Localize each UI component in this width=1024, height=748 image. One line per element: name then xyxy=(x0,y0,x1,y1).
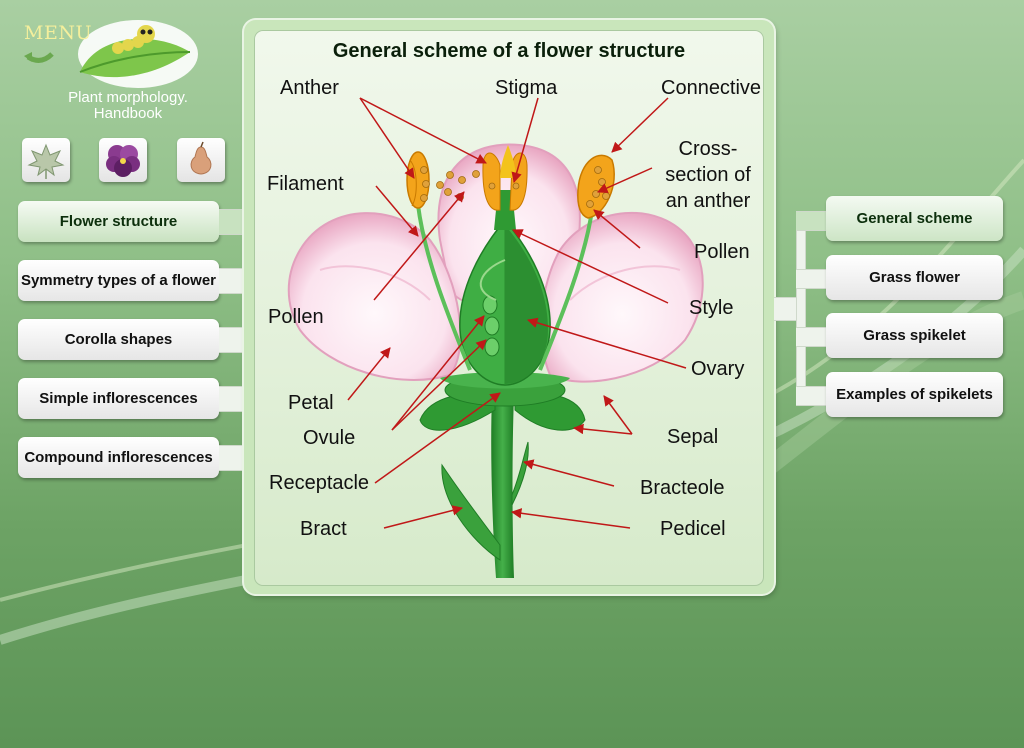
anther-left xyxy=(406,151,430,209)
subnav-grass-spikelet[interactable]: Grass spikelet xyxy=(826,313,1003,358)
label-petal: Petal xyxy=(288,392,334,414)
pear-fruit-icon xyxy=(190,141,212,175)
nav-item-flower-structure[interactable]: Flower structure xyxy=(18,201,219,242)
label-filament: Filament xyxy=(267,173,344,195)
ovule xyxy=(484,316,500,336)
fruit-section-button[interactable] xyxy=(177,138,225,182)
ovule xyxy=(484,337,500,357)
nav-connector xyxy=(219,327,245,353)
nav-item-compound-inflorescences[interactable]: Compound inflorescences xyxy=(18,437,219,478)
subnav-general-scheme[interactable]: General scheme xyxy=(826,196,1003,241)
subnav-grass-flower[interactable]: Grass flower xyxy=(826,255,1003,300)
subnav-connector xyxy=(796,211,826,231)
label-cross-section: Cross-section of an anther xyxy=(665,138,751,212)
nav-connector xyxy=(219,268,245,294)
maple-leaf-icon xyxy=(27,143,65,179)
ovule xyxy=(482,295,498,315)
petal-left xyxy=(287,212,462,381)
label-receptacle: Receptacle xyxy=(269,472,370,494)
pedicel-stem xyxy=(491,395,514,578)
subnav-connector xyxy=(796,269,826,289)
menu-button[interactable]: MENU xyxy=(18,12,208,92)
nav-connector xyxy=(219,209,245,235)
flower-section-button[interactable] xyxy=(99,138,147,182)
nav-connector xyxy=(219,445,245,471)
label-ovule: Ovule xyxy=(303,427,356,449)
label-ovary: Ovary xyxy=(691,358,745,380)
app-title: Plant morphology. Handbook xyxy=(68,89,188,122)
label-pollen-right: Pollen xyxy=(694,241,750,263)
bract-leaf xyxy=(441,463,501,561)
subnav-connector xyxy=(796,327,826,347)
label-pollen-left: Pollen xyxy=(268,306,324,328)
menu-label: MENU xyxy=(24,22,92,44)
subnav-connector xyxy=(774,297,798,321)
label-bracteole: Bracteole xyxy=(640,477,725,499)
label-connective: Connective xyxy=(661,77,762,99)
stigma xyxy=(500,145,516,178)
nav-item-symmetry-types[interactable]: Symmetry types of a flower xyxy=(18,260,219,301)
label-sepal: Sepal xyxy=(667,426,719,448)
label-bract: Bract xyxy=(300,518,347,540)
label-arrows xyxy=(347,97,687,529)
nav-item-simple-inflorescences[interactable]: Simple inflorescences xyxy=(18,378,219,419)
bracteole-leaf xyxy=(511,441,529,506)
nav-connector xyxy=(219,386,245,412)
filament-right xyxy=(538,209,594,371)
pansy-flower-icon xyxy=(106,145,140,177)
diagram-title: General scheme of a flower structure xyxy=(332,40,686,62)
nav-item-corolla-shapes[interactable]: Corolla shapes xyxy=(18,319,219,360)
subnav-connector xyxy=(796,386,826,406)
label-stigma: Stigma xyxy=(495,77,558,99)
label-pedicel: Pedicel xyxy=(660,518,726,540)
filament-left xyxy=(416,204,472,371)
subnav-examples-of-spikelets[interactable]: Examples of spikelets xyxy=(826,372,1003,417)
leaf-section-button[interactable] xyxy=(22,138,70,182)
subnav-tree-line xyxy=(796,213,806,403)
label-anther: Anther xyxy=(280,77,339,99)
label-style: Style xyxy=(689,297,734,319)
leaf-caterpillar-logo xyxy=(24,20,198,88)
